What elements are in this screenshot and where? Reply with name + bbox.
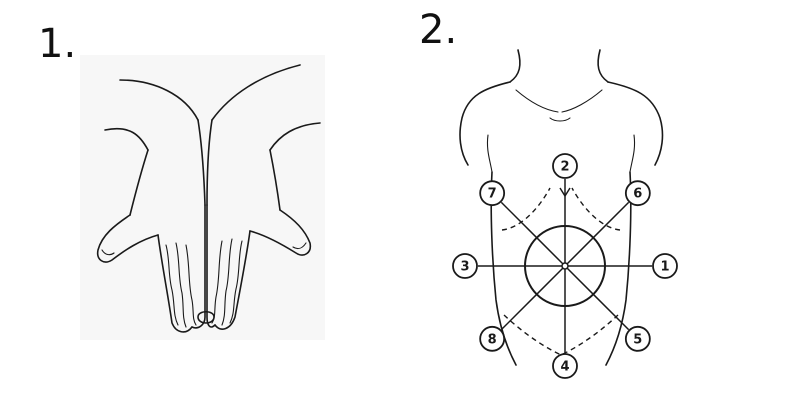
ray-7: [500, 201, 538, 239]
point-marker: [479, 325, 506, 352]
rib-line-left: [501, 187, 551, 231]
numbered-points: 1 2 3 4 5 6 7 8: [452, 153, 678, 379]
point-label: 6: [633, 187, 642, 202]
torso-outline: [459, 49, 664, 366]
point-marker: [652, 253, 678, 279]
point-3: 3: [452, 253, 478, 279]
point-2: 2: [552, 153, 578, 179]
center-dot: [561, 262, 569, 270]
point-label: 8: [488, 332, 497, 347]
panel-label-1: 1.: [38, 21, 77, 67]
ray-6: [592, 201, 630, 239]
spoke-7: [536, 237, 566, 267]
point-label: 2: [560, 160, 569, 175]
point-1: 1: [652, 253, 678, 279]
spoke-6: [564, 237, 594, 267]
point-label: 3: [460, 260, 469, 275]
panel-label-2: 2.: [419, 7, 458, 53]
point-label: 1: [660, 260, 669, 275]
radial-lines: [478, 179, 652, 353]
point-5: 5: [624, 325, 651, 352]
hands-illustration: [80, 55, 325, 340]
ray-5: [592, 293, 630, 331]
point-label: 4: [560, 360, 569, 375]
spoke-8: [536, 265, 566, 295]
point-6: 6: [624, 180, 651, 207]
left-hand: [96, 79, 206, 333]
point-label: 7: [488, 187, 497, 202]
point-marker: [624, 180, 651, 207]
ray-8: [500, 293, 538, 331]
rib-line-right: [571, 187, 621, 231]
center-spokes: [525, 226, 605, 306]
torso-point-diagram: 1 2 3 4 5 6 7 8: [452, 49, 678, 379]
spoke-5: [564, 265, 594, 295]
point-marker: [479, 180, 506, 207]
arrow-tip: [559, 187, 571, 198]
point-label: 5: [633, 332, 642, 347]
point-marker: [624, 325, 651, 352]
pelvis-line: [503, 314, 619, 356]
point-8: 8: [479, 325, 506, 352]
right-hand: [206, 64, 321, 330]
point-7: 7: [479, 180, 506, 207]
point-marker: [552, 153, 578, 179]
point-marker: [552, 353, 578, 379]
point-marker: [452, 253, 478, 279]
illustration-backdrop: [80, 55, 325, 340]
fingertip-nail: [197, 310, 215, 324]
point-4: 4: [552, 353, 578, 379]
